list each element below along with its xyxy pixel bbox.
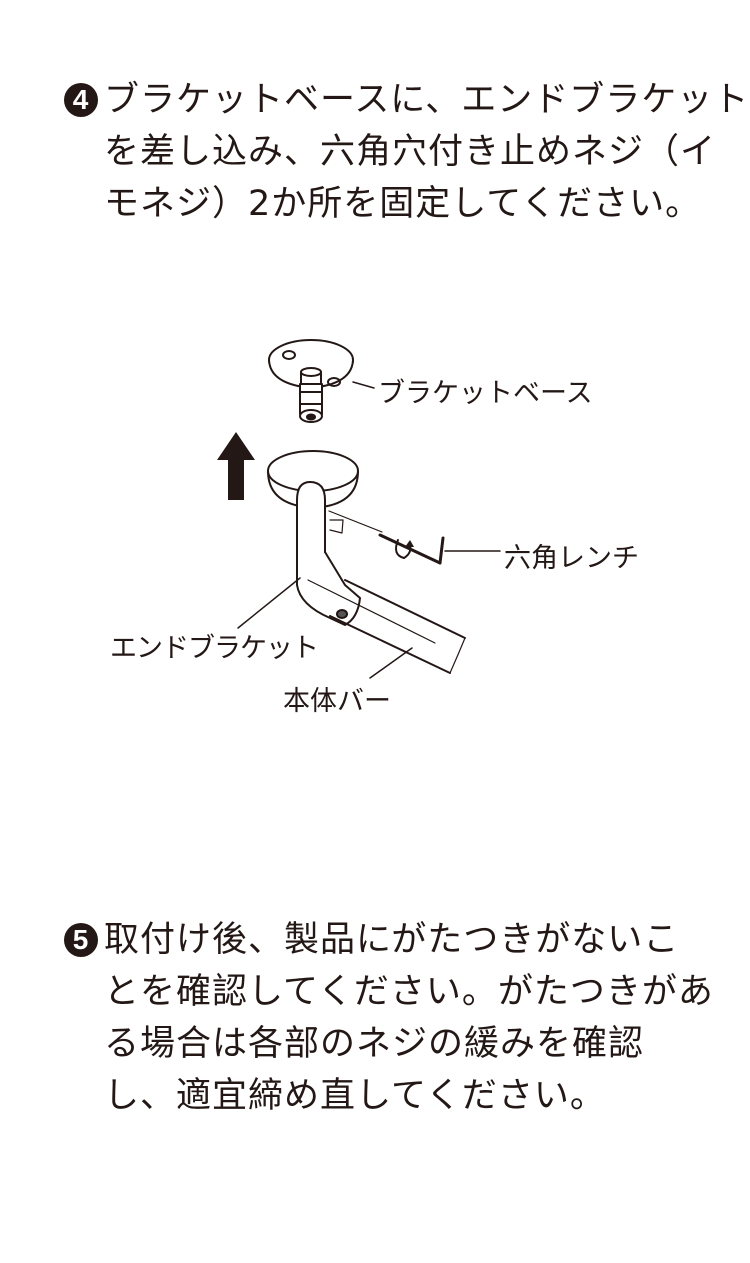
step-number-badge: 5	[64, 923, 98, 957]
step-5-line-4: し、適宜締め直してください。	[104, 1076, 606, 1116]
step-4-line-2: を差し込み、六角穴付き止めネジ（イ	[104, 132, 717, 172]
step-5-line-2: とを確認してください。がたつきがあ	[104, 972, 714, 1012]
step-5-line-3: る場合は各部のネジの緩みを確認	[104, 1024, 645, 1064]
up-arrow-icon	[217, 432, 255, 500]
step-5-line-1: 取付け後、製品にがたつきがないこ	[104, 920, 680, 960]
step-4-line-1: ブラケットベースに、エンドブラケット	[104, 80, 750, 120]
main-bar-leader-line	[369, 647, 413, 679]
end-bracket-leader-line	[237, 577, 301, 629]
step-5-instruction: 5 取付け後、製品にがたつきがないこ とを確認してください。がたつきがあ る場合…	[64, 914, 714, 1122]
hex-wrench-icon	[378, 533, 501, 565]
step-4-instruction: 4 ブラケットベースに、エンドブラケット を差し込み、六角穴付き止めネジ（イ モ…	[64, 74, 750, 230]
label-main-bar: 本体バー	[283, 686, 391, 717]
label-bracket-base: ブラケットベース	[378, 378, 593, 409]
assembly-diagram: ブラケットベース 六角レンチ エンドブラケット 本体バー	[0, 300, 750, 760]
label-end-bracket: エンドブラケット	[110, 633, 319, 664]
step-4-text: ブラケットベースに、エンドブラケット を差し込み、六角穴付き止めネジ（イ モネジ…	[64, 74, 750, 230]
step-number-badge: 4	[64, 83, 98, 117]
step-5-text: 取付け後、製品にがたつきがないこ とを確認してください。がたつきがあ る場合は各…	[64, 914, 714, 1122]
label-hex-wrench: 六角レンチ	[504, 543, 639, 574]
end-bracket-icon	[267, 450, 383, 626]
bracket-base-icon	[268, 339, 375, 423]
main-bar-icon	[307, 579, 466, 674]
step-4-line-3: モネジ）2か所を固定してください。	[104, 184, 702, 224]
